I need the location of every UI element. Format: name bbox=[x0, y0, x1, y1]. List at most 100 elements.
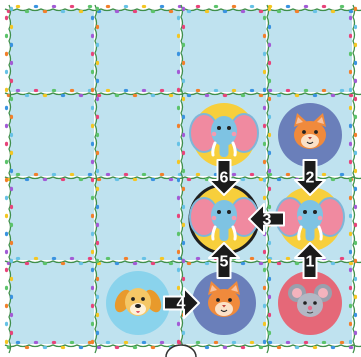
light-bulb bbox=[79, 94, 83, 97]
light-bulb bbox=[177, 268, 180, 272]
light-bulb bbox=[349, 70, 352, 74]
light-bulb bbox=[304, 341, 308, 344]
grid-cell[interactable] bbox=[10, 178, 94, 260]
light-bulb bbox=[286, 173, 290, 176]
light-bulb bbox=[5, 142, 8, 146]
cat-token[interactable] bbox=[278, 103, 342, 167]
move-step-label: 4 bbox=[177, 296, 186, 313]
light-bulb bbox=[91, 178, 94, 182]
light-bulb bbox=[354, 151, 357, 155]
light-bulb bbox=[268, 241, 271, 245]
light-bulb bbox=[52, 257, 56, 260]
light-bulb bbox=[263, 142, 266, 146]
light-bulb bbox=[10, 169, 13, 173]
light-bulb bbox=[250, 257, 254, 260]
light-bulb bbox=[182, 169, 185, 173]
grid-cell[interactable] bbox=[10, 10, 94, 92]
light-bulb bbox=[5, 268, 8, 272]
light-bulb bbox=[115, 178, 119, 181]
light-bulb bbox=[16, 5, 20, 8]
light-bulb bbox=[177, 52, 180, 56]
dog-token[interactable] bbox=[106, 271, 170, 335]
light-bulb bbox=[259, 10, 263, 13]
light-bulb bbox=[96, 205, 99, 209]
light-bulb bbox=[263, 196, 266, 200]
light-bulb bbox=[340, 89, 344, 92]
light-bulb bbox=[286, 257, 290, 260]
light-bulb bbox=[5, 232, 8, 236]
move-step-label: 5 bbox=[220, 254, 229, 271]
light-bulb bbox=[91, 106, 94, 110]
light-bulb bbox=[10, 223, 13, 227]
mouse-token[interactable] bbox=[278, 271, 342, 335]
grid-cell[interactable] bbox=[96, 10, 180, 92]
move-step-label: 2 bbox=[306, 170, 315, 187]
light-bulb bbox=[354, 25, 357, 29]
light-bulb bbox=[349, 196, 352, 200]
light-bulb bbox=[286, 341, 290, 344]
light-bulb bbox=[10, 7, 13, 11]
light-bulb bbox=[322, 5, 326, 8]
light-bulb bbox=[25, 10, 29, 13]
light-bulb bbox=[91, 142, 94, 146]
light-bulb bbox=[70, 89, 74, 92]
light-bulb bbox=[61, 94, 65, 97]
cat-token[interactable] bbox=[192, 271, 256, 335]
light-bulb bbox=[96, 331, 99, 335]
light-bulb bbox=[268, 115, 271, 119]
light-bulb bbox=[177, 250, 180, 254]
light-bulb bbox=[241, 262, 245, 265]
light-bulb bbox=[43, 178, 47, 181]
light-bulb bbox=[182, 259, 185, 263]
grid-cell[interactable] bbox=[96, 178, 180, 260]
light-bulb bbox=[349, 124, 352, 128]
light-bulb bbox=[295, 10, 299, 13]
light-bulb bbox=[88, 5, 92, 8]
light-bulb bbox=[96, 25, 99, 29]
light-bulb bbox=[349, 94, 353, 97]
light-bulb bbox=[263, 106, 266, 110]
light-bulb bbox=[331, 94, 335, 97]
light-bulb bbox=[354, 7, 357, 11]
grid-cell[interactable] bbox=[96, 94, 180, 176]
light-bulb bbox=[277, 10, 281, 13]
grid-cell[interactable] bbox=[10, 262, 94, 344]
light-wire bbox=[353, 5, 355, 353]
grid-cell[interactable] bbox=[10, 94, 94, 176]
light-bulb bbox=[241, 10, 245, 13]
light-bulb bbox=[10, 241, 13, 245]
light-bulb bbox=[91, 70, 94, 74]
light-bulb bbox=[61, 346, 65, 349]
light-bulb bbox=[354, 187, 357, 191]
light-bulb bbox=[263, 88, 266, 92]
light-wire bbox=[267, 5, 269, 353]
light-bulb bbox=[91, 160, 94, 164]
light-bulb bbox=[106, 89, 110, 92]
light-bulb bbox=[349, 262, 353, 265]
light-bulb bbox=[331, 178, 335, 181]
light-bulb bbox=[25, 178, 29, 181]
light-bulb bbox=[10, 79, 13, 83]
grid-cell[interactable] bbox=[268, 10, 352, 92]
light-bulb bbox=[263, 340, 266, 344]
light-bulb bbox=[322, 341, 326, 344]
light-bulb bbox=[5, 340, 8, 344]
light-bulb bbox=[43, 262, 47, 265]
light-bulb bbox=[182, 205, 185, 209]
light-bulb bbox=[205, 346, 209, 349]
light-bulb bbox=[241, 178, 245, 181]
light-bulb bbox=[133, 178, 137, 181]
light-bulb bbox=[70, 341, 74, 344]
light-bulb bbox=[349, 10, 353, 13]
light-bulb bbox=[177, 214, 180, 218]
light-bulb bbox=[96, 313, 99, 317]
light-bulb bbox=[96, 43, 99, 47]
light-bulb bbox=[331, 346, 335, 349]
light-bulb bbox=[277, 262, 281, 265]
light-bulb bbox=[142, 89, 146, 92]
grid-cell[interactable] bbox=[182, 10, 266, 92]
light-bulb bbox=[10, 151, 13, 155]
light-bulb bbox=[268, 187, 271, 191]
light-bulb bbox=[91, 250, 94, 254]
light-bulb bbox=[151, 346, 155, 349]
